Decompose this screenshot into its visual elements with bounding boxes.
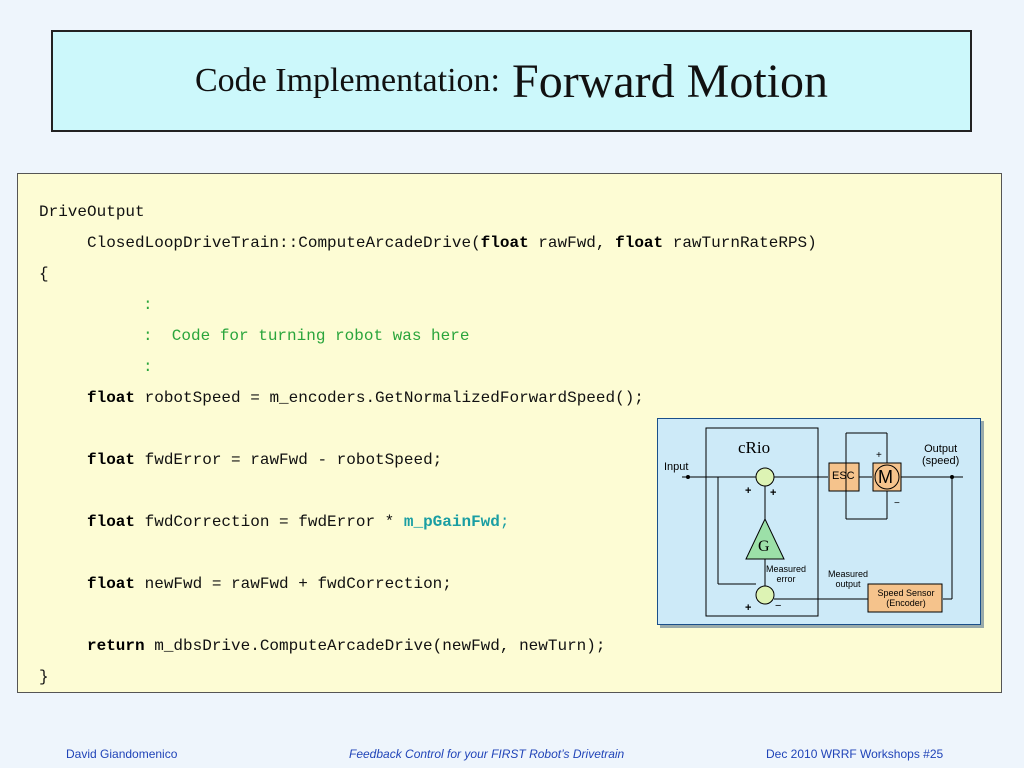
code-text: fwdError = rawFwd - robotSpeed; [135,451,443,469]
code-line-9: float fwdCorrection = fwdError * m_pGain… [87,511,509,533]
crio-label: cRio [738,438,771,457]
output-label-line2: (speed) [922,455,960,467]
code-line-12: } [39,668,49,686]
code-line-8: float fwdError = rawFwd - robotSpeed; [87,449,442,471]
esc-box [828,462,860,492]
title-main: Forward Motion [512,54,828,108]
speed-sensor-box [867,583,943,613]
feedback-block-diagram: cRio Input Output(speed) ESC M G Measure… [657,418,981,625]
footer-title: Feedback Control for your FIRST Robot’s … [349,747,625,761]
code-line-7: float robotSpeed = m_encoders.GetNormali… [87,387,644,409]
summing-junction-top [755,467,775,487]
code-line-6: : [143,358,153,376]
code-comment-line: : Code for turning robot was here [143,327,470,345]
code-line-1: DriveOutput [39,203,145,221]
code-keyword: float [87,389,136,407]
measured-error-line2: error [776,574,796,584]
code-line-10: float newFwd = rawFwd + fwdCorrection; [87,573,452,595]
footer-author: David Giandomenico [66,747,178,761]
motor-label: M [878,467,893,487]
code-text: ; [499,513,510,531]
code-text: m_dbsDrive.ComputeArcadeDrive(newFwd, ne… [144,637,606,655]
output-label: Output(speed) [922,443,959,467]
code-keyword: float [87,513,136,531]
code-keyword: float [87,575,136,593]
code-line-3: { [39,265,49,283]
code-keyword: float [615,234,664,252]
code-text: rawTurnRateRPS) [663,234,817,252]
slide-title: Code Implementation: Forward Motion [51,30,972,132]
sum2-minus: − [775,600,782,612]
code-text: newFwd = rawFwd + fwdCorrection; [135,575,452,593]
measured-error-line1: Measured [766,564,807,574]
sum2-plus: + [745,602,752,614]
measured-output-line1: Measured [828,569,869,579]
code-keyword: float [480,234,529,252]
code-line-11: return m_dbsDrive.ComputeArcadeDrive(new… [87,635,605,657]
esc-label: ESC [832,470,855,482]
code-text: rawFwd, [528,234,616,252]
speed-sensor-line2: (Encoder) [886,598,926,608]
code-text: robotSpeed = m_encoders.GetNormalizedFor… [135,389,644,407]
speed-sensor-label: Speed Sensor(Encoder) [871,588,941,608]
output-label-line1: Output [924,443,958,455]
input-label: Input [664,461,689,473]
input-dot [686,475,690,479]
sum1-plus-bottom: + [770,487,777,499]
motor-minus: − [894,498,900,509]
speed-sensor-line1: Speed Sensor [877,588,935,598]
diagram-graphics [682,427,963,617]
gain-label: G [758,538,770,555]
code-text: fwdCorrection = fwdError * [135,513,404,531]
sum1-plus-left: + [745,485,752,497]
summing-junction-bottom [755,585,775,605]
code-line-4: : [143,296,153,314]
code-text: ClosedLoopDriveTrain::ComputeArcadeDrive… [87,234,481,252]
motor-circle [874,464,900,490]
code-keyword: float [87,451,136,469]
title-prefix: Code Implementation: [195,62,500,99]
gain-variable: m_pGainFwd [403,513,500,531]
crio-box [705,427,819,617]
measured-output-line2: output [835,579,861,589]
code-line-2: ClosedLoopDriveTrain::ComputeArcadeDrive… [87,232,817,254]
motor-plus: + [876,450,882,461]
gain-triangle [745,517,785,560]
code-keyword: return [87,637,145,655]
footer-page: Dec 2010 WRRF Workshops #25 [766,747,944,761]
